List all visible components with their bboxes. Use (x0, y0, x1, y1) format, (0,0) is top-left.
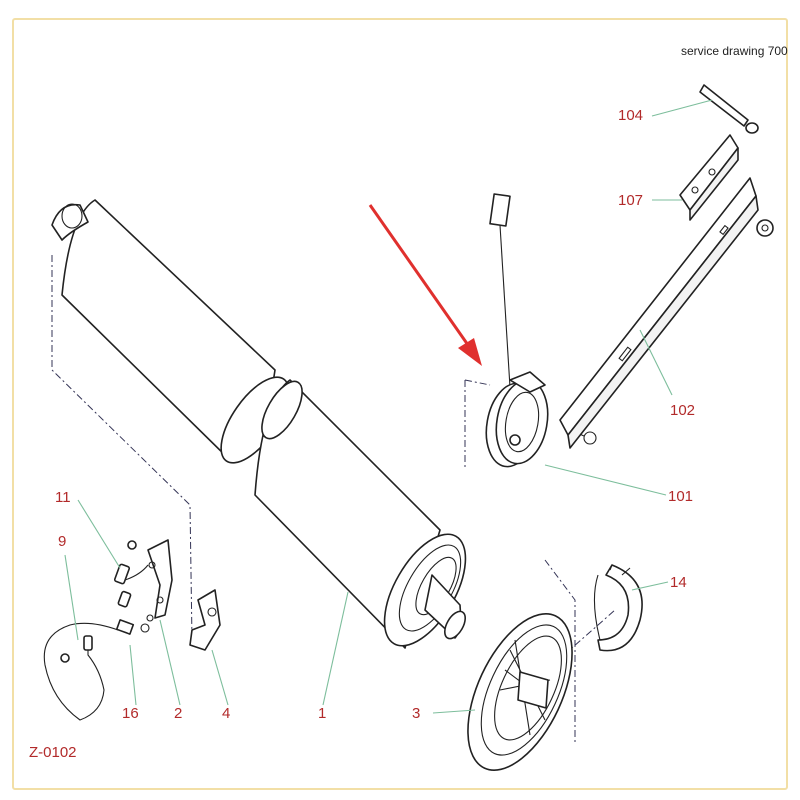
callout-1: 1 (318, 705, 327, 722)
image-frame (12, 18, 788, 790)
clip-4 (189, 589, 221, 651)
callout-101: 101 (668, 488, 694, 505)
callout-11: 11 (55, 489, 71, 506)
drum-roller-1 (254, 379, 467, 649)
callout-107: 107 (618, 192, 644, 209)
connector-16 (115, 614, 154, 635)
motor-101 (485, 193, 597, 468)
callout-9: 9 (58, 533, 67, 550)
rail-102 (559, 177, 774, 449)
leader-lines (64, 99, 713, 714)
drawing-code: Z-0102 (29, 744, 77, 761)
rod-104 (699, 84, 759, 134)
bracket-2 (147, 539, 173, 619)
callout-104: 104 (618, 107, 644, 124)
callout-2: 2 (174, 705, 183, 722)
cable-11 (113, 540, 149, 608)
pulley-3 (467, 613, 573, 771)
callout-14: 14 (670, 574, 687, 591)
wire-9 (43, 622, 119, 721)
clamp-bracket-107 (679, 134, 739, 221)
brake-shoe-14 (593, 564, 643, 652)
drawing-title: service drawing 700 (681, 44, 788, 58)
callout-16: 16 (122, 705, 139, 722)
callout-3: 3 (412, 705, 421, 722)
callout-4: 4 (222, 705, 231, 722)
pointer-arrow (368, 204, 482, 366)
callout-102: 102 (670, 402, 696, 419)
